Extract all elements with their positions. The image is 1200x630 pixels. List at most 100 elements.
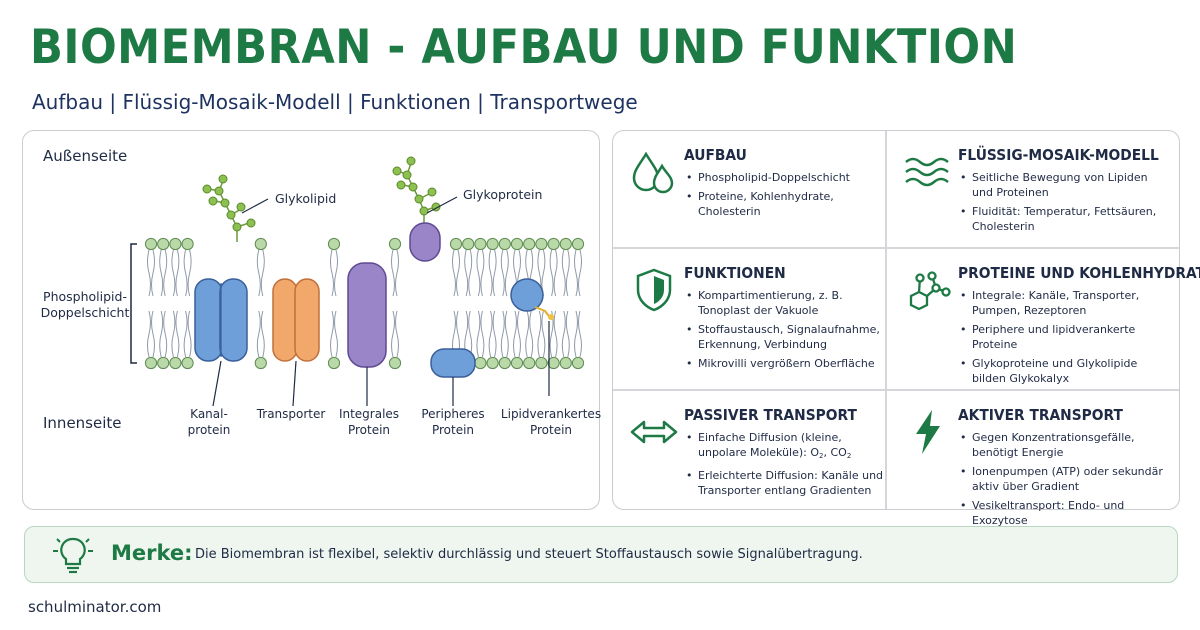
page-subtitle: Aufbau | Flüssig-Mosaik-Modell | Funktio… — [32, 90, 638, 114]
phospholipid-tail — [175, 249, 180, 297]
bilayer-label: Phospholipid- — [43, 289, 127, 304]
phospholipid-tail — [256, 249, 261, 297]
phospholipid-head — [571, 237, 585, 251]
card-aufbau: AUFBAU Phospholipid-Doppelschicht Protei… — [614, 132, 897, 258]
phospholipid-tails — [147, 249, 582, 358]
merke-box: Merke: Die Biomembran ist flexibel, sele… — [24, 526, 1178, 583]
double-arrow-icon — [630, 420, 678, 444]
phospholipid-tail — [500, 310, 505, 358]
integral-protein — [347, 262, 387, 368]
phospholipid-tail — [513, 310, 517, 358]
phospholipid-tail — [541, 310, 546, 358]
phospholipid-tail — [395, 249, 399, 297]
list-item: Erleichterte Diffusion: Kanäle und Trans… — [684, 468, 889, 498]
inside-label: Innenseite — [43, 414, 122, 432]
phospholipid-tail — [500, 249, 505, 297]
phospholipid-head — [254, 237, 267, 251]
list-item: Gegen Konzentrationsgefälle, benötigt En… — [958, 430, 1163, 460]
membrane-diagram: Phospholipid- Doppelschicht Außenseite I… — [41, 147, 601, 437]
card-proteine: PROTEINE UND KOHLENHYDRATE Integrale: Ka… — [888, 250, 1200, 385]
phospholipid-tail — [175, 310, 180, 358]
membrane-diagram-panel: Phospholipid- Doppelschicht Außenseite I… — [22, 130, 601, 510]
phospholipid-tail — [476, 310, 481, 358]
phospholipid-tail — [525, 310, 530, 358]
phospholipid-tail — [480, 249, 485, 297]
waves-icon — [905, 157, 949, 187]
list-item: Glykoproteine und Glykolipide bilden Gly… — [958, 356, 1163, 386]
phospholipid-head — [144, 237, 158, 251]
phospholipid-tail — [163, 310, 168, 358]
phospholipid-tail — [330, 249, 334, 297]
phospholipid-head — [388, 237, 402, 251]
phospholipid-tail — [260, 310, 265, 358]
phospholipid-head — [157, 237, 170, 251]
peripheral-label-2: Protein — [432, 423, 474, 437]
card-aktiv-title: AKTIVER TRANSPORT — [958, 406, 1123, 424]
channel-protein — [194, 278, 248, 362]
phospholipid-head — [535, 237, 548, 251]
phospholipid-tail — [256, 310, 261, 358]
phospholipid-tail — [488, 249, 493, 297]
phospholipid-head — [474, 356, 487, 370]
phospholipid-tail — [163, 249, 168, 297]
channel-label-2: protein — [188, 423, 231, 437]
phospholipid-head — [559, 237, 572, 251]
merke-label: Merke: — [111, 541, 193, 565]
glycolipid — [202, 174, 256, 242]
channel-label: Kanal- — [190, 407, 228, 421]
card-aufbau-title: AUFBAU — [684, 146, 747, 164]
phospholipid-tail — [468, 310, 473, 358]
phospholipid-tail — [260, 249, 265, 297]
phospholipid-tail — [183, 310, 188, 358]
transporter-protein — [272, 278, 320, 362]
phospholipid-tail — [565, 249, 570, 297]
phospholipid-head — [547, 237, 560, 251]
phospholipid-tail — [504, 249, 509, 297]
list-item: Vesikeltransport: Endo- und Exozytose — [958, 498, 1163, 528]
card-aktiv: AKTIVER TRANSPORT Gegen Konzentrationsge… — [888, 392, 1171, 527]
card-proteine-title: PROTEINE UND KOHLENHYDRATE — [958, 264, 1200, 282]
phospholipid-tail — [391, 310, 395, 358]
list-item: Stoffaustausch, Signalaufnahme, Erkennun… — [684, 322, 889, 352]
phospholipid-tail — [171, 249, 176, 297]
molecule-icon — [909, 271, 951, 311]
phospholipid-head — [254, 356, 267, 370]
phospholipid-tail — [553, 249, 558, 297]
phospholipid-head — [498, 237, 511, 251]
list-item: Phospholipid-Doppelschicht — [684, 170, 889, 185]
list-item: Periphere und lipidverankerte Proteine — [958, 322, 1163, 352]
phospholipid-tail — [456, 249, 460, 297]
footer-brand: schulminator.com — [28, 598, 162, 616]
card-mosaik-list: Seitliche Bewegung von Lipiden und Prote… — [958, 170, 1163, 238]
card-mosaik-title: FLÜSSIG-MOSAIK-MODELL — [958, 146, 1159, 164]
phospholipid-tail — [334, 310, 338, 358]
phospholipid-tail — [151, 249, 155, 297]
phospholipid-tail — [578, 310, 582, 358]
phospholipid-tail — [334, 249, 338, 297]
phospholipid-tail — [151, 310, 155, 358]
phospholipid-tail — [171, 310, 176, 358]
list-item: Fluidität: Temperatur, Fettsäuren, Chole… — [958, 204, 1163, 234]
droplets-icon — [632, 151, 674, 194]
list-item: Ionenpumpen (ATP) oder sekundär aktiv üb… — [958, 464, 1163, 494]
card-funktionen: FUNKTIONEN Kompartimentierung, z. B. Ton… — [614, 250, 897, 376]
peripheral-label: Peripheres — [421, 407, 484, 421]
phospholipid-tail — [187, 249, 192, 297]
phospholipid-tail — [561, 249, 566, 297]
card-funktionen-list: Kompartimentierung, z. B. Tonoplast der … — [684, 288, 889, 375]
phospholipid-tail — [492, 310, 497, 358]
page-title: BIOMEMBRAN - AUFBAU UND FUNKTION — [30, 20, 1018, 75]
card-aufbau-list: Phospholipid-Doppelschicht Proteine, Koh… — [684, 170, 889, 223]
card-passiv-list: Einfache Diffusion (kleine, unpolare Mol… — [684, 430, 889, 502]
phospholipid-head — [510, 237, 524, 251]
card-passiv-title: PASSIVER TRANSPORT — [684, 406, 857, 424]
lipid-anchored-label-2: Protein — [530, 423, 572, 437]
phospholipid-tail — [480, 310, 485, 358]
phospholipid-tail — [159, 249, 164, 297]
phospholipid-tail — [476, 249, 481, 297]
phospholipid-tail — [147, 310, 151, 358]
merke-text: Die Biomembran ist flexibel, selektiv du… — [195, 547, 863, 562]
phospholipid-tail — [565, 310, 570, 358]
phospholipid-head — [510, 356, 524, 370]
phospholipid-head — [157, 356, 170, 370]
